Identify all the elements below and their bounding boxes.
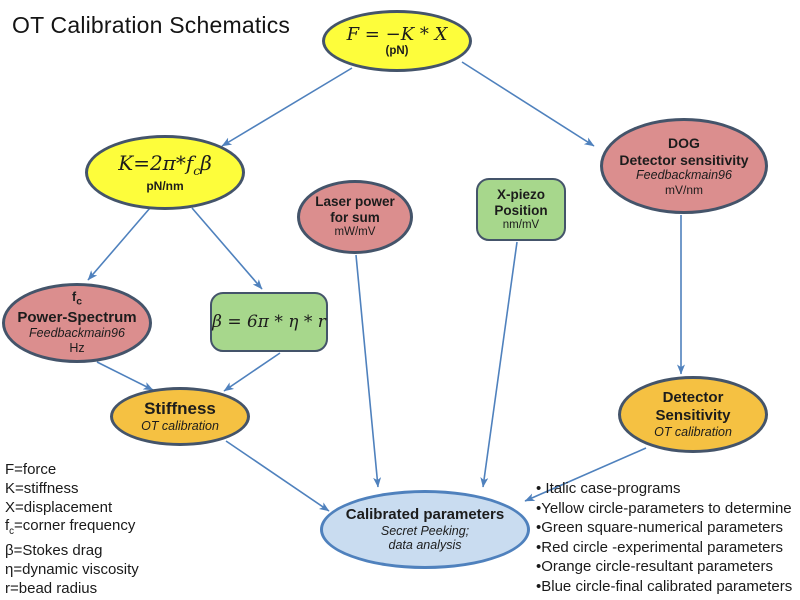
node-dog-detector-sensitivity: DOG Detector sensitivity Feedbackmain96 … <box>600 118 768 214</box>
arrow-laser-to-calibrated <box>355 254 382 488</box>
legend-item: K=stiffness <box>5 479 79 497</box>
powerspec-program: Feedbackmain96 <box>29 326 125 341</box>
k-formula-post: β <box>200 151 212 176</box>
legend-item: X=displacement <box>5 498 113 516</box>
dog-subtitle: Detector sensitivity <box>619 151 749 168</box>
node-calibrated-parameters: Calibrated parameters Secret Peeking; da… <box>320 490 530 569</box>
legend-right: • Italic case-programs •Yellow circle-par… <box>536 479 792 596</box>
arrow-xpiezo-to-calibrated <box>480 241 518 488</box>
node-stokes-drag-formula: β = 6π * η * r <box>210 292 328 352</box>
page-title: OT Calibration Schematics <box>12 12 291 38</box>
node-xpiezo-position: X-piezo Position nm/mV <box>476 178 566 241</box>
node-laser-power: Laser power for sum mW/mV <box>297 180 413 254</box>
legend-item: •Red circle -experimental parameters <box>536 538 784 556</box>
detsens-program: OT calibration <box>654 424 732 439</box>
legend-item: F=force <box>5 461 57 478</box>
k-formula-sub: c <box>193 163 201 179</box>
stiffness-title: Stiffness <box>144 399 216 419</box>
legend-item: r=bead radius <box>5 579 98 597</box>
node-detector-sensitivity-result: Detector Sensitivity OT calibration <box>618 376 768 453</box>
force-unit: (pN) <box>385 44 409 57</box>
legend-item: fc=corner frequency <box>5 517 136 538</box>
powerspec-title: Power-Spectrum <box>17 308 137 326</box>
legend-item: •Yellow circle-parameters to determine <box>536 499 792 517</box>
powerspec-symbol: fc <box>72 290 82 309</box>
arrow-powerspectrum-to-stiffness <box>96 361 154 391</box>
calibrated-title: Calibrated parameters <box>345 505 505 523</box>
dog-unit: mV/nm <box>664 182 703 197</box>
dog-program: Feedbackmain96 <box>636 168 732 183</box>
dog-title: DOG <box>668 135 700 152</box>
legend-item: •Blue circle-final calibrated parameters <box>536 577 793 595</box>
calibrated-program2: data analysis <box>388 538 462 553</box>
detsens-line2: Sensitivity <box>655 407 731 425</box>
xpiezo-line1: X-piezo <box>496 186 545 202</box>
arrow-k-to-powerspectrum <box>87 207 151 281</box>
powerspec-symbol-pre: f <box>72 290 77 304</box>
arrow-beta-to-stiffness <box>223 352 281 392</box>
detsens-line1: Detector <box>662 389 724 407</box>
legend-item: •Orange circle-resultant parameters <box>536 558 774 575</box>
arrow-force-to-dog <box>461 61 595 147</box>
node-stiffness-formula: K=2π*fcβ pN/nm <box>85 135 245 210</box>
powerspec-symbol-sub: c <box>76 296 82 308</box>
node-power-spectrum: fc Power-Spectrum Feedbackmain96 Hz <box>2 283 152 363</box>
laser-line2: for sum <box>330 210 380 226</box>
laser-unit: mW/mV <box>334 226 376 239</box>
legend-item: η=dynamic viscosity <box>5 560 139 578</box>
arrow-stiffness-to-calibrated <box>225 440 330 512</box>
legend-item: β=Stokes drag <box>5 542 103 560</box>
xpiezo-unit: nm/mV <box>502 218 540 231</box>
node-stiffness-result: Stiffness OT calibration <box>110 387 250 446</box>
k-formula-pre: K=2π*f <box>118 151 194 176</box>
force-formula: F = −K * X <box>346 23 448 45</box>
laser-line1: Laser power <box>315 194 395 210</box>
powerspec-unit: Hz <box>69 341 85 356</box>
stiffness-program: OT calibration <box>141 419 219 434</box>
k-unit: pN/nm <box>146 178 184 193</box>
legend-item: •Green square-numerical parameters <box>536 519 784 536</box>
beta-formula: β = 6π * η * r <box>212 311 326 332</box>
k-formula: K=2π*fcβ <box>118 151 212 179</box>
arrow-force-to-k <box>221 67 353 147</box>
xpiezo-line2: Position <box>494 202 548 218</box>
calibrated-program1: Secret Peeking; <box>380 523 470 538</box>
node-force: F = −K * X (pN) <box>322 10 472 72</box>
arrow-k-to-beta <box>191 207 263 290</box>
legend-item: • Italic case-programs <box>536 480 681 497</box>
